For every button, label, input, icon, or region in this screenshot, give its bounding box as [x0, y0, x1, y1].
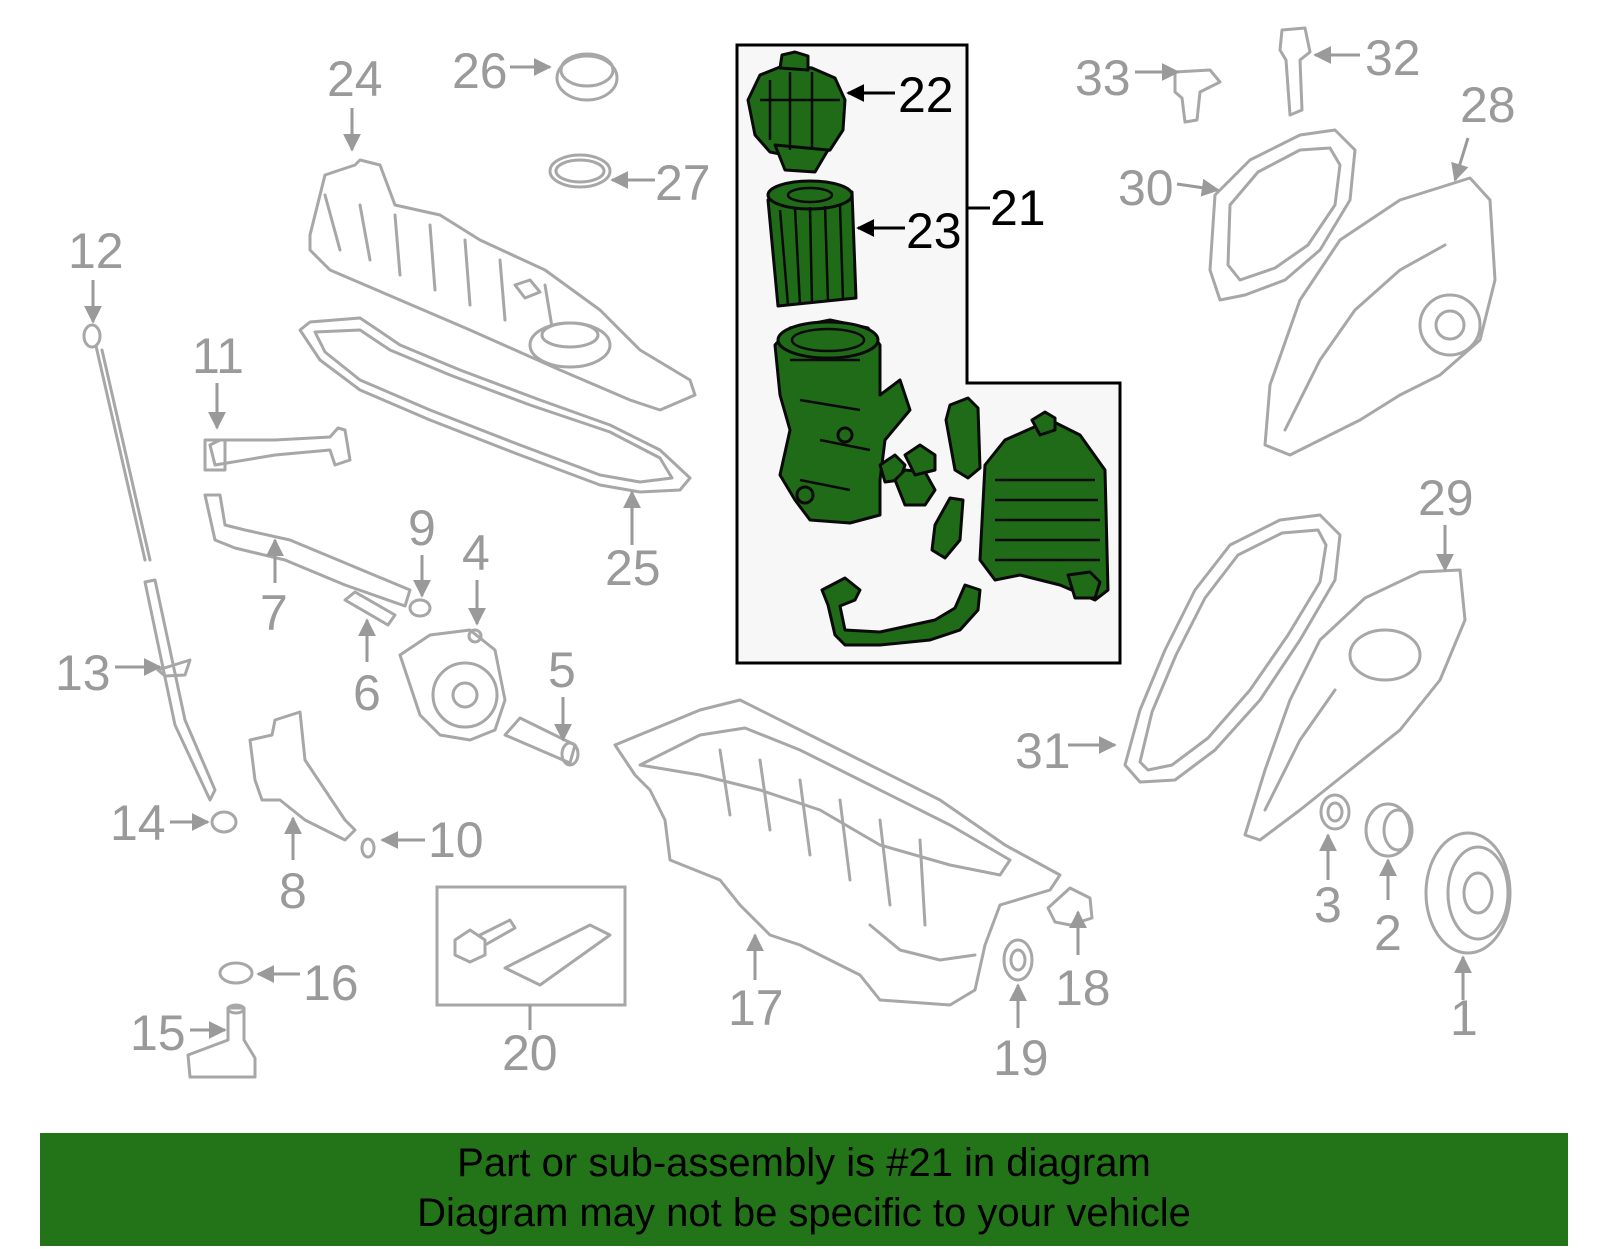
callout-1: 1 — [1450, 990, 1478, 1046]
o-ring-part-14 — [210, 810, 238, 834]
callout-4: 4 — [462, 525, 490, 581]
plug-part-5 — [503, 716, 580, 767]
filter-housing-body — [773, 318, 912, 525]
filter-element-part-23 — [766, 179, 858, 308]
valve-cover-part-24 — [308, 158, 697, 412]
valve-cover-gasket-part-25 — [298, 316, 692, 494]
callout-10: 10 — [428, 812, 484, 868]
seal-part-3 — [1319, 793, 1351, 831]
callout-17: 17 — [728, 980, 784, 1036]
oil-pan-part-17 — [613, 698, 1062, 1007]
callout-27: 27 — [655, 155, 711, 211]
sensor-part-33 — [1173, 68, 1222, 124]
callout-9: 9 — [408, 500, 436, 556]
callout-11: 11 — [192, 328, 244, 384]
oil-filler-cap-part-26 — [555, 52, 619, 102]
callout-16: 16 — [303, 955, 359, 1011]
callout-2: 2 — [1374, 905, 1402, 961]
callout-15: 15 — [130, 1005, 186, 1061]
callout-14: 14 — [110, 795, 166, 851]
o-ring-part-9 — [408, 598, 432, 618]
callout-25: 25 — [605, 540, 661, 596]
callout-26: 26 — [452, 43, 508, 99]
dipstick-part-12 — [82, 323, 152, 562]
callout-5: 5 — [548, 642, 576, 698]
callout-30: 30 — [1118, 160, 1174, 216]
callout-33: 33 — [1075, 50, 1131, 106]
oil-pipe — [820, 576, 982, 647]
callout-8: 8 — [279, 863, 307, 919]
front-cover-part-29 — [1243, 568, 1467, 842]
oil-cooler — [978, 410, 1110, 602]
tube-part-6 — [343, 590, 397, 627]
drain-plug-part-18 — [1046, 886, 1094, 927]
hose-part-7 — [203, 493, 412, 608]
banner-line-1: Part or sub-assembly is #21 in diagram — [457, 1141, 1151, 1185]
sprocket-part-2 — [1364, 802, 1414, 858]
seal-cooler-upper — [944, 396, 982, 480]
sensor-part-32 — [1278, 26, 1312, 117]
callout-28: 28 — [1460, 77, 1516, 133]
filter-cap-part-22 — [746, 50, 847, 174]
callout-18: 18 — [1055, 960, 1111, 1016]
callout-29: 29 — [1418, 470, 1474, 526]
callout-23: 23 — [906, 203, 962, 259]
callout-13: 13 — [55, 645, 111, 701]
callout-12: 12 — [68, 223, 124, 279]
washer-part-19 — [1002, 938, 1034, 982]
callout-7: 7 — [260, 585, 288, 641]
pulley-part-1 — [1424, 831, 1512, 955]
hardware-kit-part-20 — [435, 885, 627, 1007]
callout-leaders — [84, 46, 1472, 1039]
seal-cooler-lower — [930, 496, 965, 560]
breather-hose-part-11 — [203, 426, 352, 472]
callout-24: 24 — [327, 51, 383, 107]
callout-19: 19 — [993, 1030, 1049, 1086]
timing-cover-part-28 — [1263, 176, 1497, 457]
seal-plug-c — [903, 443, 937, 477]
seal-ring-part-27 — [548, 153, 612, 189]
callout-20: 20 — [502, 1025, 558, 1081]
info-banner: Part or sub-assembly is #21 in diagram D… — [40, 1133, 1568, 1246]
banner-line-2: Diagram may not be specific to your vehi… — [417, 1191, 1191, 1235]
o-ring-part-16 — [218, 961, 254, 985]
callout-32: 32 — [1365, 30, 1421, 86]
sensor-part-15 — [186, 1003, 257, 1079]
oil-filter-housing-assembly-part-21 — [735, 43, 1122, 665]
callout-31: 31 — [1015, 723, 1071, 779]
o-ring-part-10 — [360, 837, 376, 859]
callout-22: 22 — [898, 67, 954, 123]
oil-pump-part-4 — [398, 628, 507, 742]
callout-6: 6 — [353, 665, 381, 721]
cover-gasket-part-30 — [1208, 128, 1357, 302]
bracket-part-8 — [248, 710, 357, 842]
callout-21: 21 — [990, 180, 1046, 236]
seal-plug-b — [893, 468, 937, 507]
dipstick-tube-part-13 — [143, 578, 217, 802]
cover-gasket-part-31 — [1123, 513, 1342, 784]
callout-3: 3 — [1314, 877, 1342, 933]
